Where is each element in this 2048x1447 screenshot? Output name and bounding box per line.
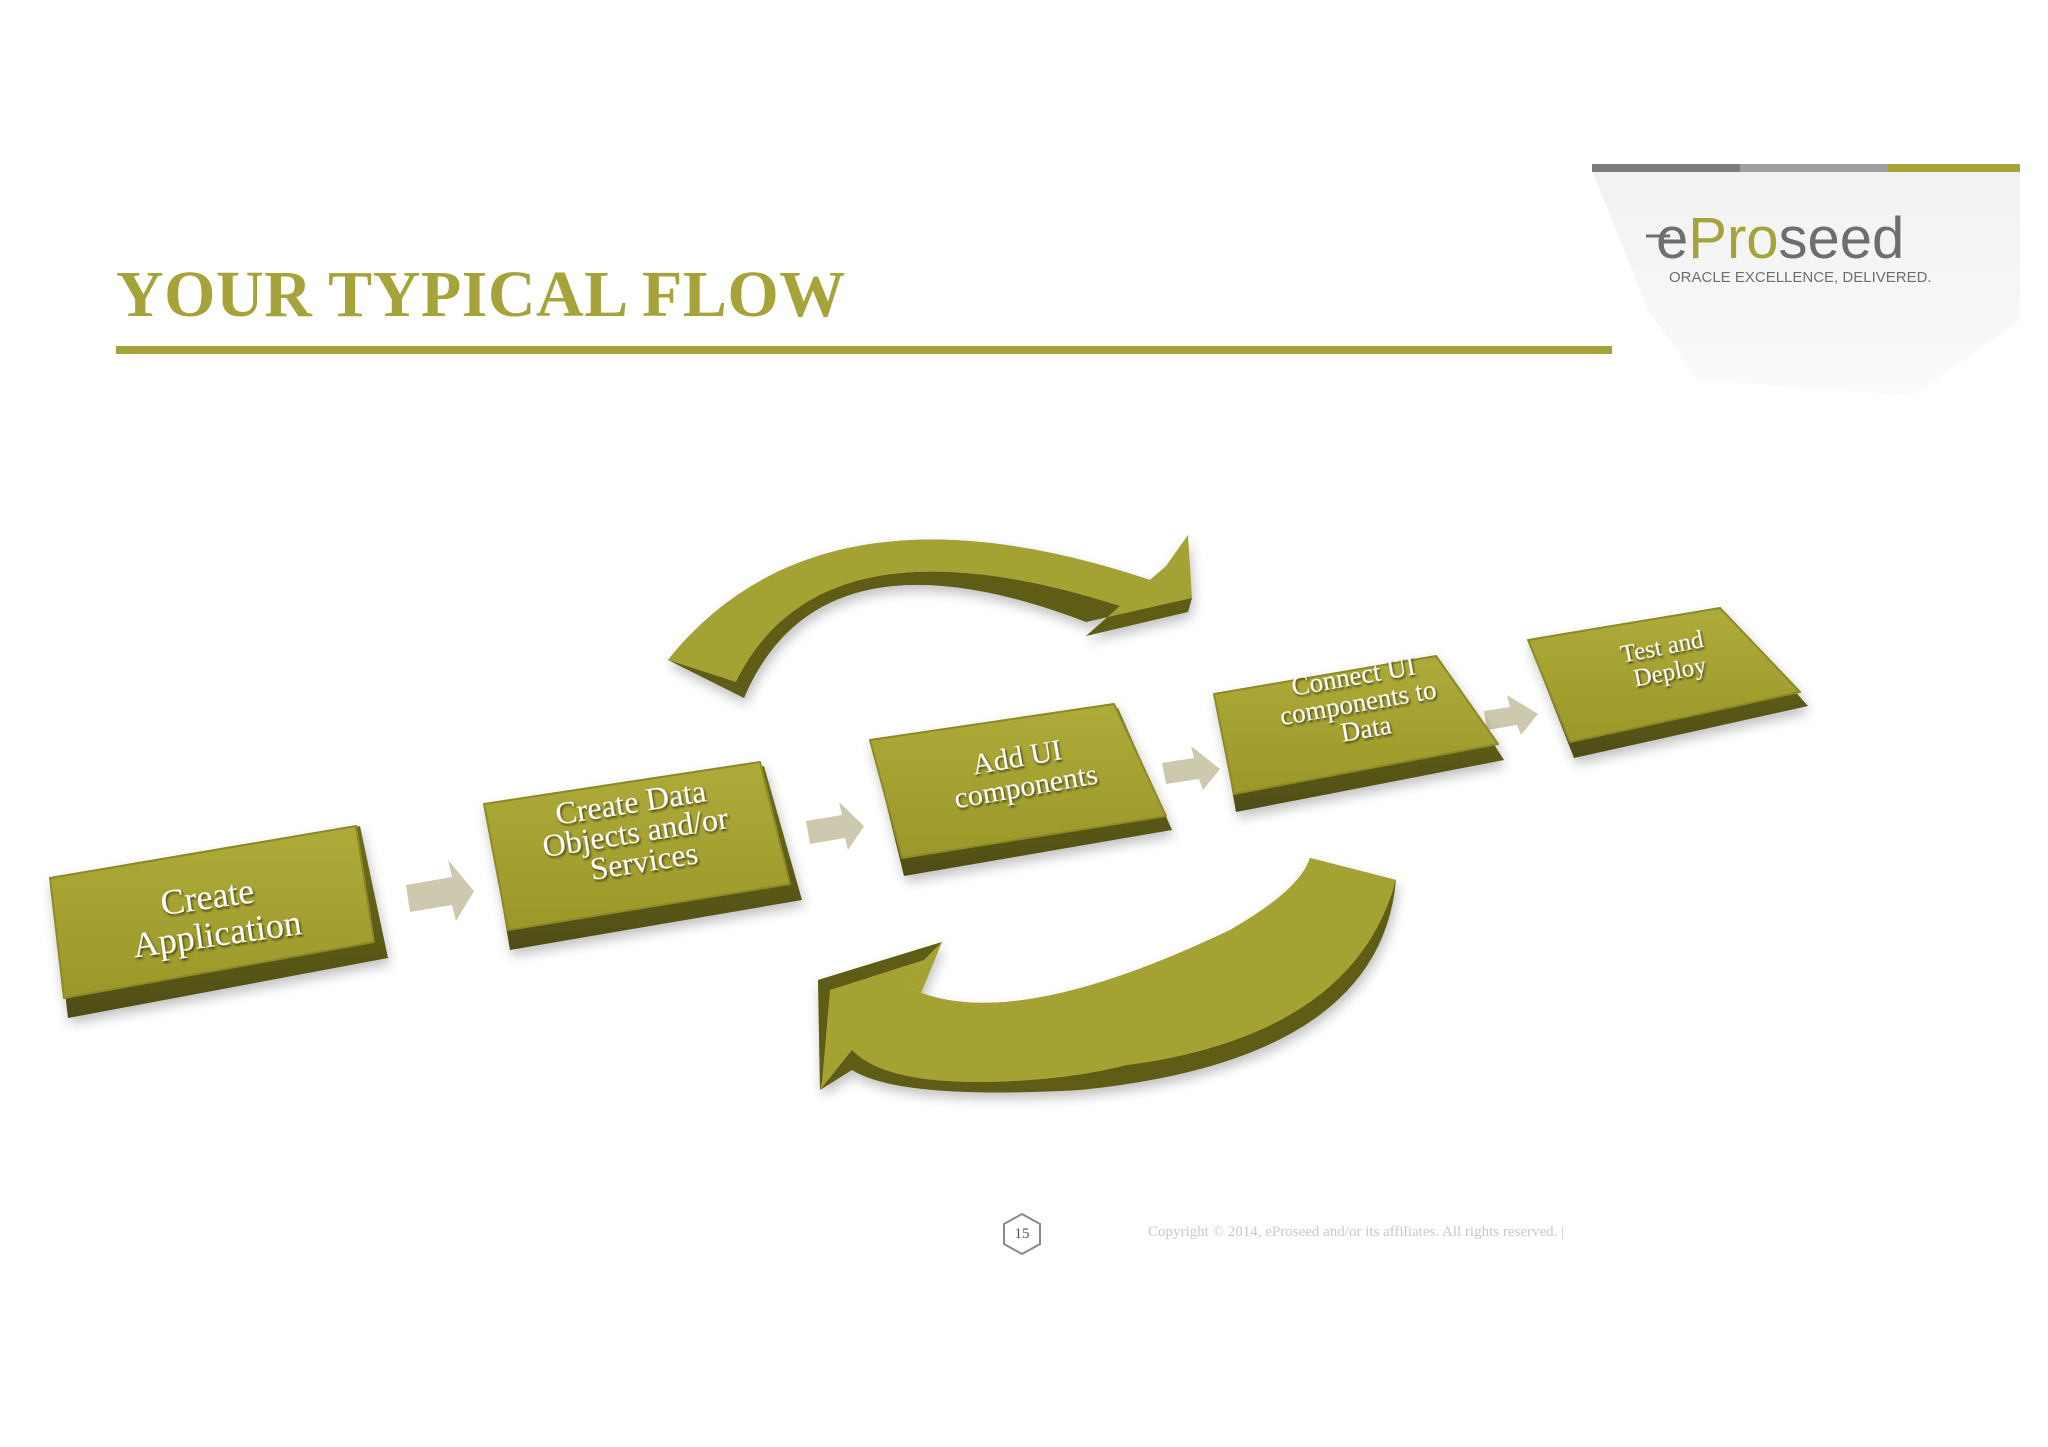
- connector-arrow-4: [1484, 695, 1538, 735]
- connector-arrow-1: [406, 860, 474, 921]
- page-number: 15: [1014, 1226, 1030, 1242]
- copyright-notice: Copyright © 2014, eProseed and/or its af…: [1148, 1224, 1565, 1240]
- step-box-connect-ui-components: Connect UI components to Data: [1213, 650, 1504, 812]
- slide-footer: 15 Copyright © 2014, eProseed and/or its…: [1000, 1212, 1700, 1256]
- step-box-create-application: Create Application: [49, 825, 388, 1018]
- page-number-hexagon-icon: [1003, 1212, 1041, 1256]
- connector-arrow-2: [806, 802, 864, 850]
- step-box-add-ui-components: Add UI components: [869, 703, 1172, 876]
- logo-tagline: ORACLE EXCELLENCE, DELIVERED.: [1669, 269, 1932, 286]
- logo-brand-e: e: [1656, 206, 1688, 271]
- title-underline: [116, 346, 1612, 354]
- logo-background-shape: [1592, 170, 2020, 396]
- slide-title: YOUR TYPICAL FLOW: [116, 258, 846, 331]
- logo-brand-seed: seed: [1779, 206, 1905, 271]
- logo-bar-gray: [1592, 164, 1740, 172]
- logo-brand-pro: Pro: [1688, 206, 1778, 271]
- eproseed-logo: eProseed ORACLE EXCELLENCE, DELIVERED.: [1592, 164, 2020, 396]
- step-box-create-data-objects: Create Data Objects and/or Services: [483, 761, 802, 950]
- connector-arrow-3: [1162, 746, 1220, 790]
- top-loop-arrow: [668, 535, 1192, 698]
- svg-text:eProseed: eProseed: [1656, 206, 1904, 271]
- step-box-test-and-deploy: Test and Deploy: [1527, 607, 1808, 758]
- bottom-loop-arrow: [818, 858, 1396, 1093]
- logo-bar-gray-light: [1740, 164, 1888, 172]
- logo-bar-green: [1888, 164, 2020, 172]
